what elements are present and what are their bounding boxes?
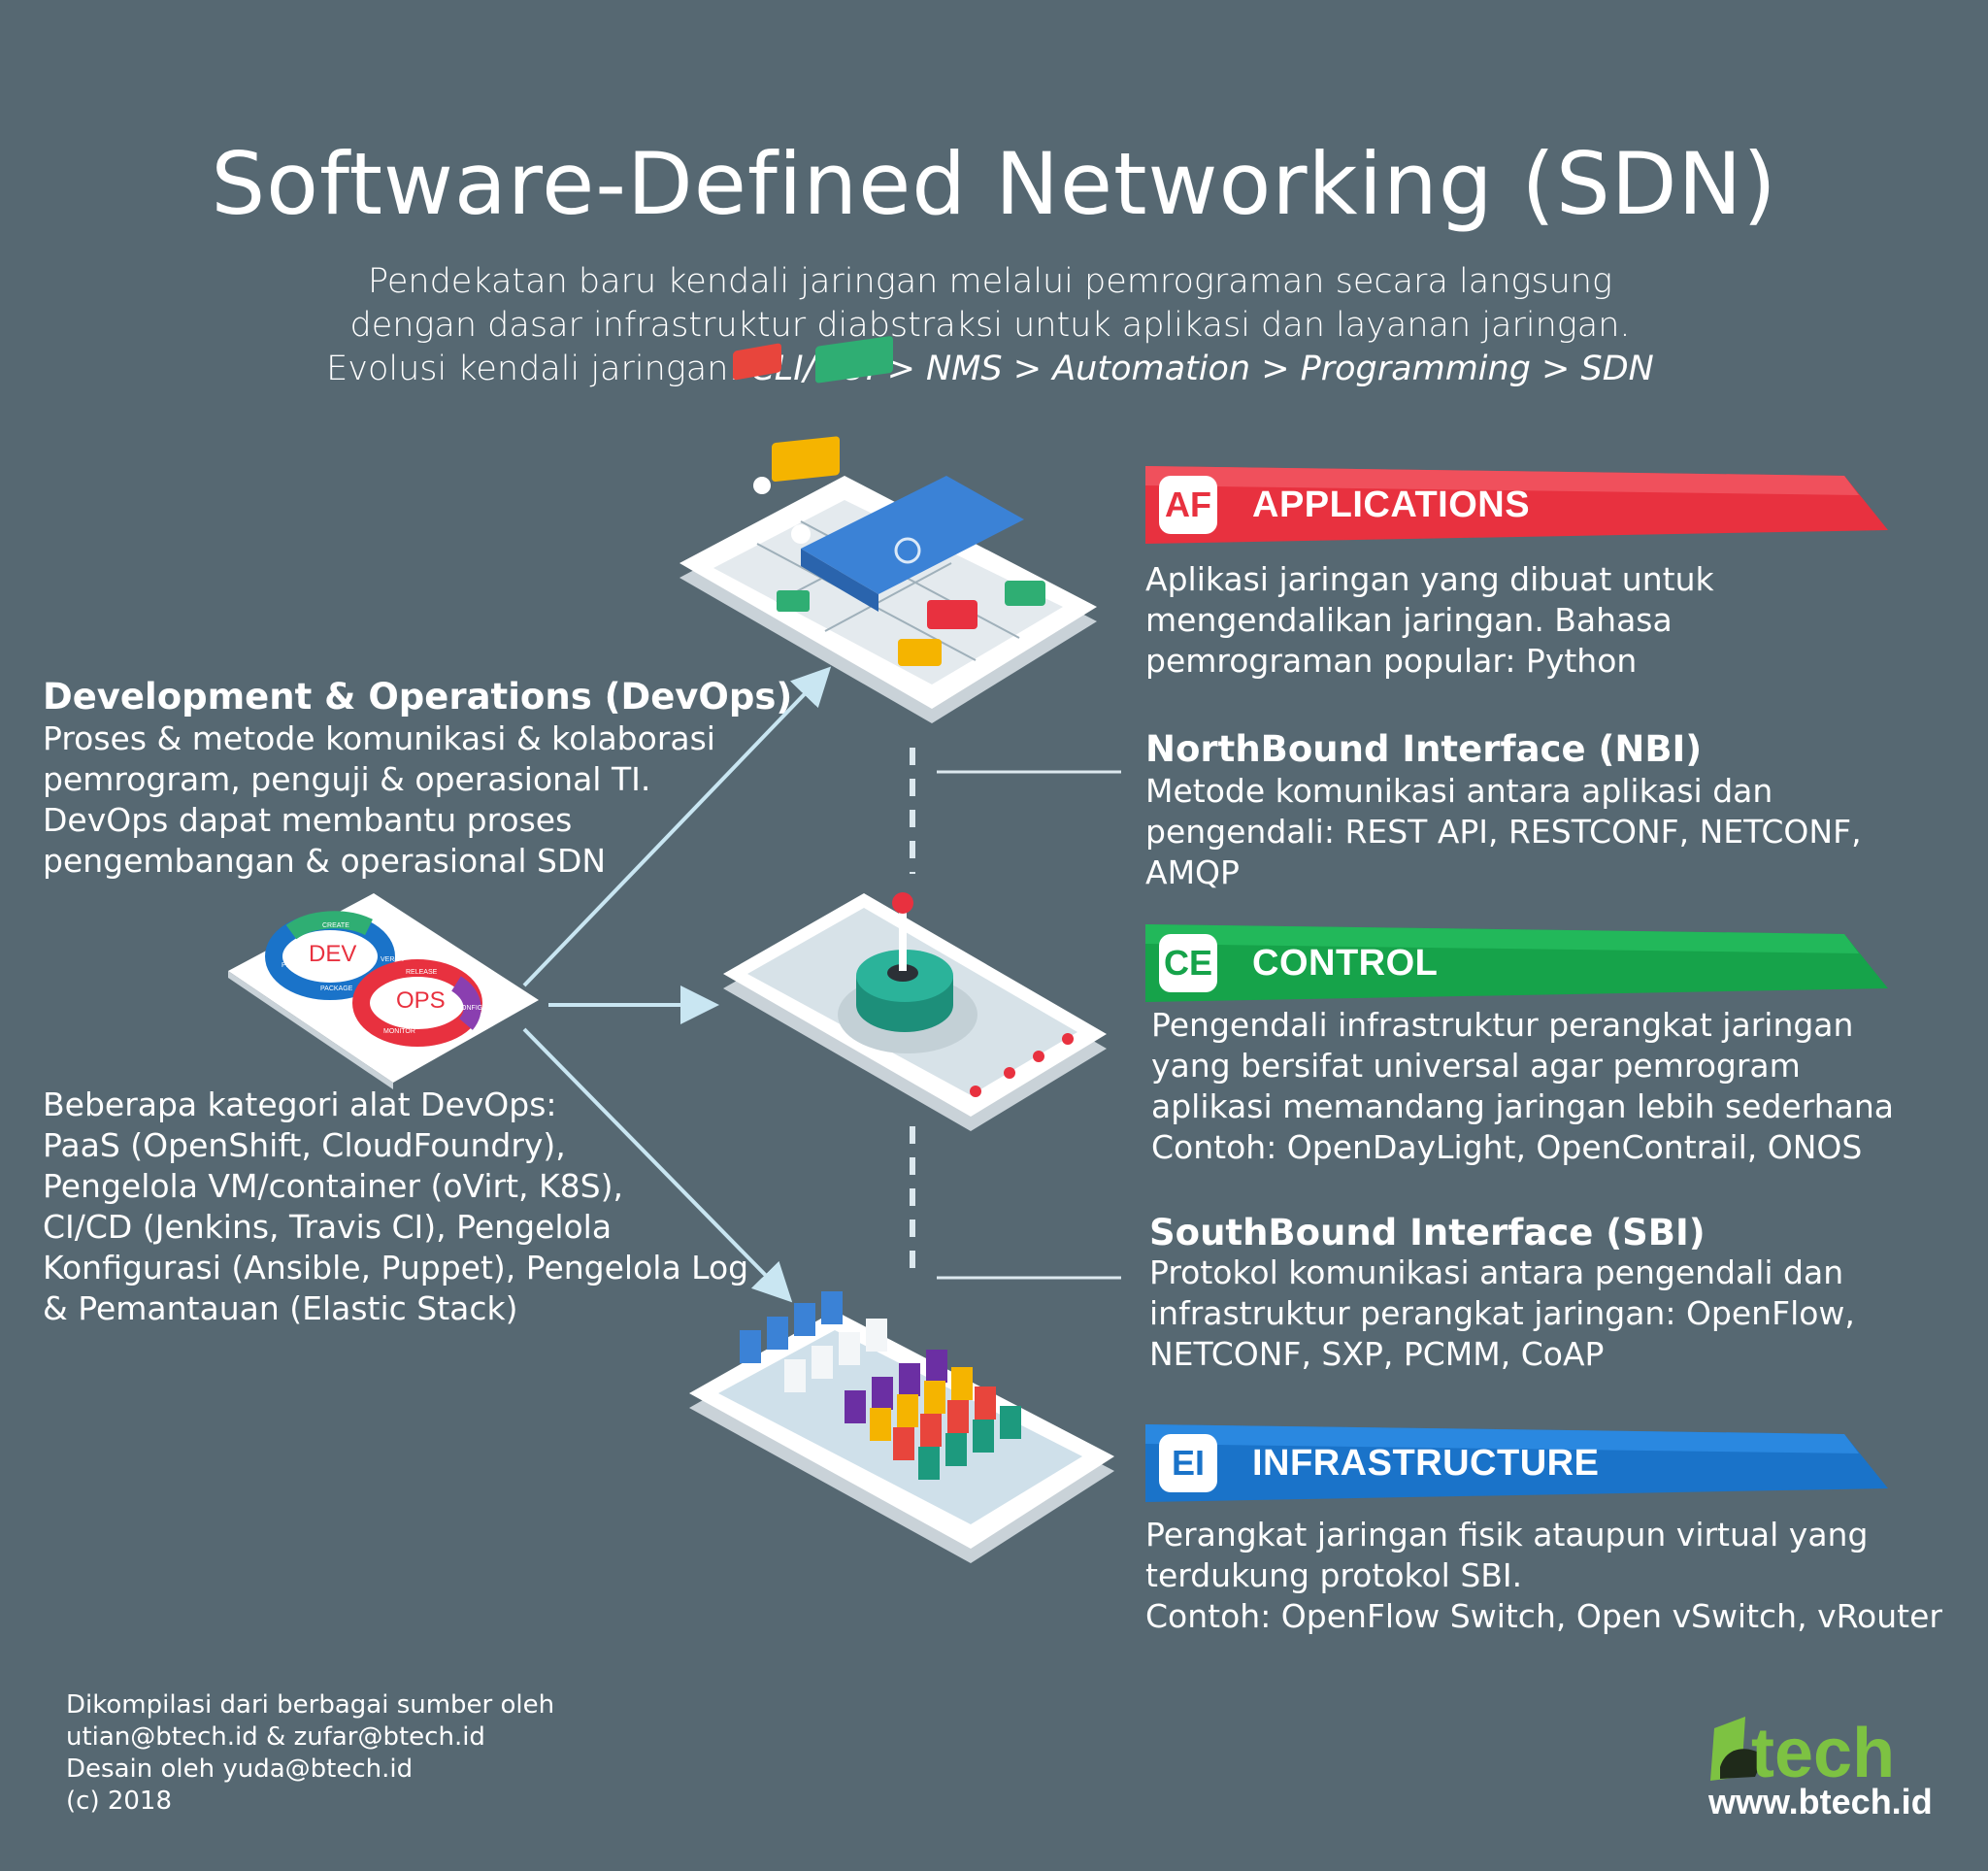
control-description: Pengendali infrastruktur perangkat jarin… xyxy=(1151,1005,1894,1168)
credit-block: Dikompilasi dari berbagai sumber oleh ut… xyxy=(66,1689,554,1818)
arrow-to-applications xyxy=(522,666,832,987)
sbi-line: Protokol komunikasi antara pengendali da… xyxy=(1149,1253,1844,1291)
devops-line: DevOps dapat membantu proses xyxy=(43,801,573,839)
control-line: Pengendali infrastruktur perangkat jarin… xyxy=(1151,1006,1854,1044)
control-device-illustration xyxy=(723,892,1107,1131)
nbi-heading: NorthBound Interface (NBI) xyxy=(1145,728,1703,770)
devops-word: PACKAGE xyxy=(320,986,353,992)
subtitle-line: dengan dasar infrastruktur diabstraksi u… xyxy=(349,306,1631,345)
credit-line: Desain oleh yuda@btech.id xyxy=(66,1754,414,1784)
infrastructure-banner: EI INFRASTRUCTURE xyxy=(1145,1424,1888,1502)
btech-logo: tech xyxy=(1710,1715,1895,1787)
brand-url: www.btech.id xyxy=(1708,1782,1933,1821)
infrastructure-line: terdukung protokol SBI. xyxy=(1145,1556,1523,1594)
applications-icon: AF xyxy=(1159,476,1217,534)
applications-line: Aplikasi jaringan yang dibuat untuk xyxy=(1145,560,1714,598)
devops-tools: Beberapa kategori alat DevOps: PaaS (Ope… xyxy=(43,1085,748,1329)
devops-word: MONITOR xyxy=(383,1028,415,1035)
page-subtitle: Pendekatan baru kendali jaringan melalui… xyxy=(291,260,1689,391)
evolution-chain: CLI/GUI > NMS > Automation > Programming… xyxy=(750,350,1654,388)
devops-tools-line: CI/CD (Jenkins, Travis CI), Pengelola xyxy=(43,1208,613,1246)
applications-banner: AF APPLICATIONS xyxy=(1145,466,1888,544)
devops-card-ops: OPS xyxy=(396,987,446,1014)
sbi-line: NETCONF, SXP, PCMM, CoAP xyxy=(1149,1335,1605,1373)
nbi-line: pengendali: REST API, RESTCONF, NETCONF, xyxy=(1145,813,1862,851)
devops-line: Proses & metode komunikasi & kolaborasi xyxy=(43,719,715,757)
infrastructure-line: Perangkat jaringan fisik ataupun virtual… xyxy=(1145,1516,1869,1554)
credit-line: Dikompilasi dari berbagai sumber oleh xyxy=(66,1690,555,1720)
devops-card-dev: DEV xyxy=(309,941,356,967)
devops-tools-line: Konfigurasi (Ansible, Puppet), Pengelola… xyxy=(43,1249,749,1286)
arrow-to-infrastructure xyxy=(522,1027,793,1303)
devops-tools-line: & Pemantauan (Elastic Stack) xyxy=(43,1289,518,1327)
devops-line: pemrogram, penguji & operasional TI. xyxy=(43,760,651,798)
applications-device-illustration xyxy=(679,336,1097,723)
control-line: aplikasi memandang jaringan lebih sederh… xyxy=(1151,1087,1894,1125)
evolution-prefix: Evolusi kendali jaringan: xyxy=(326,350,751,388)
devops-word: RELEASE xyxy=(406,969,438,976)
evolution-line: Evolusi kendali jaringan: CLI/GUI > NMS … xyxy=(291,348,1689,391)
devops-word: CONFIGURE xyxy=(456,1005,497,1012)
control-line: Contoh: OpenDayLight, OpenContrail, ONOS xyxy=(1151,1128,1863,1166)
devops-word: PLAN xyxy=(282,962,299,969)
applications-line: mengendalikan jaringan. Bahasa xyxy=(1145,601,1673,639)
page-title: Software-Defined Networking (SDN) xyxy=(211,134,1777,234)
applications-label: APPLICATIONS xyxy=(1252,484,1531,525)
switch-blocks xyxy=(740,1291,1021,1480)
nbi-line: AMQP xyxy=(1145,853,1240,891)
sbi-line: infrastruktur perangkat jaringan: OpenFl… xyxy=(1149,1294,1855,1332)
infrastructure-description: Perangkat jaringan fisik ataupun virtual… xyxy=(1145,1515,1942,1637)
sbi-heading: SouthBound Interface (SBI) xyxy=(1149,1212,1706,1253)
credit-line: (c) 2018 xyxy=(66,1787,173,1816)
devops-card-illustration: DEV OPS CREATE PLAN VERIFY PACKAGE RELEA… xyxy=(228,893,539,1089)
nbi-line: Metode komunikasi antara aplikasi dan xyxy=(1145,772,1773,810)
devops-tools-line: Beberapa kategori alat DevOps: xyxy=(43,1086,557,1123)
subtitle-line: Pendekatan baru kendali jaringan melalui… xyxy=(368,262,1612,301)
devops-description: Proses & metode komunikasi & kolaborasi … xyxy=(43,718,715,882)
control-banner: CE CONTROL xyxy=(1145,924,1888,1002)
devops-word: VERIFY xyxy=(381,956,406,963)
devops-tools-line: Pengelola VM/container (oVirt, K8S), xyxy=(43,1167,623,1205)
sbi-description: Protokol komunikasi antara pengendali da… xyxy=(1149,1253,1855,1375)
devops-line: pengembangan & operasional SDN xyxy=(43,842,607,880)
infrastructure-device-illustration xyxy=(689,1291,1114,1563)
brand-name: tech xyxy=(1751,1715,1895,1787)
nbi-description: Metode komunikasi antara aplikasi dan pe… xyxy=(1145,771,1862,893)
credit-line: utian@btech.id & zufar@btech.id xyxy=(66,1722,485,1752)
infrastructure-icon: EI xyxy=(1159,1434,1217,1492)
control-line: yang bersifat universal agar pemrogram xyxy=(1151,1047,1801,1085)
applications-line: pemrograman popular: Python xyxy=(1145,642,1638,680)
devops-heading: Development & Operations (DevOps) xyxy=(43,676,793,718)
devops-tools-line: PaaS (OpenShift, CloudFoundry), xyxy=(43,1126,566,1164)
control-icon: CE xyxy=(1159,934,1217,992)
control-label: CONTROL xyxy=(1252,943,1439,984)
devops-word: CREATE xyxy=(322,922,349,929)
applications-description: Aplikasi jaringan yang dibuat untuk meng… xyxy=(1145,559,1714,682)
infrastructure-line: Contoh: OpenFlow Switch, Open vSwitch, v… xyxy=(1145,1597,1942,1635)
infrastructure-label: INFRASTRUCTURE xyxy=(1252,1443,1600,1484)
